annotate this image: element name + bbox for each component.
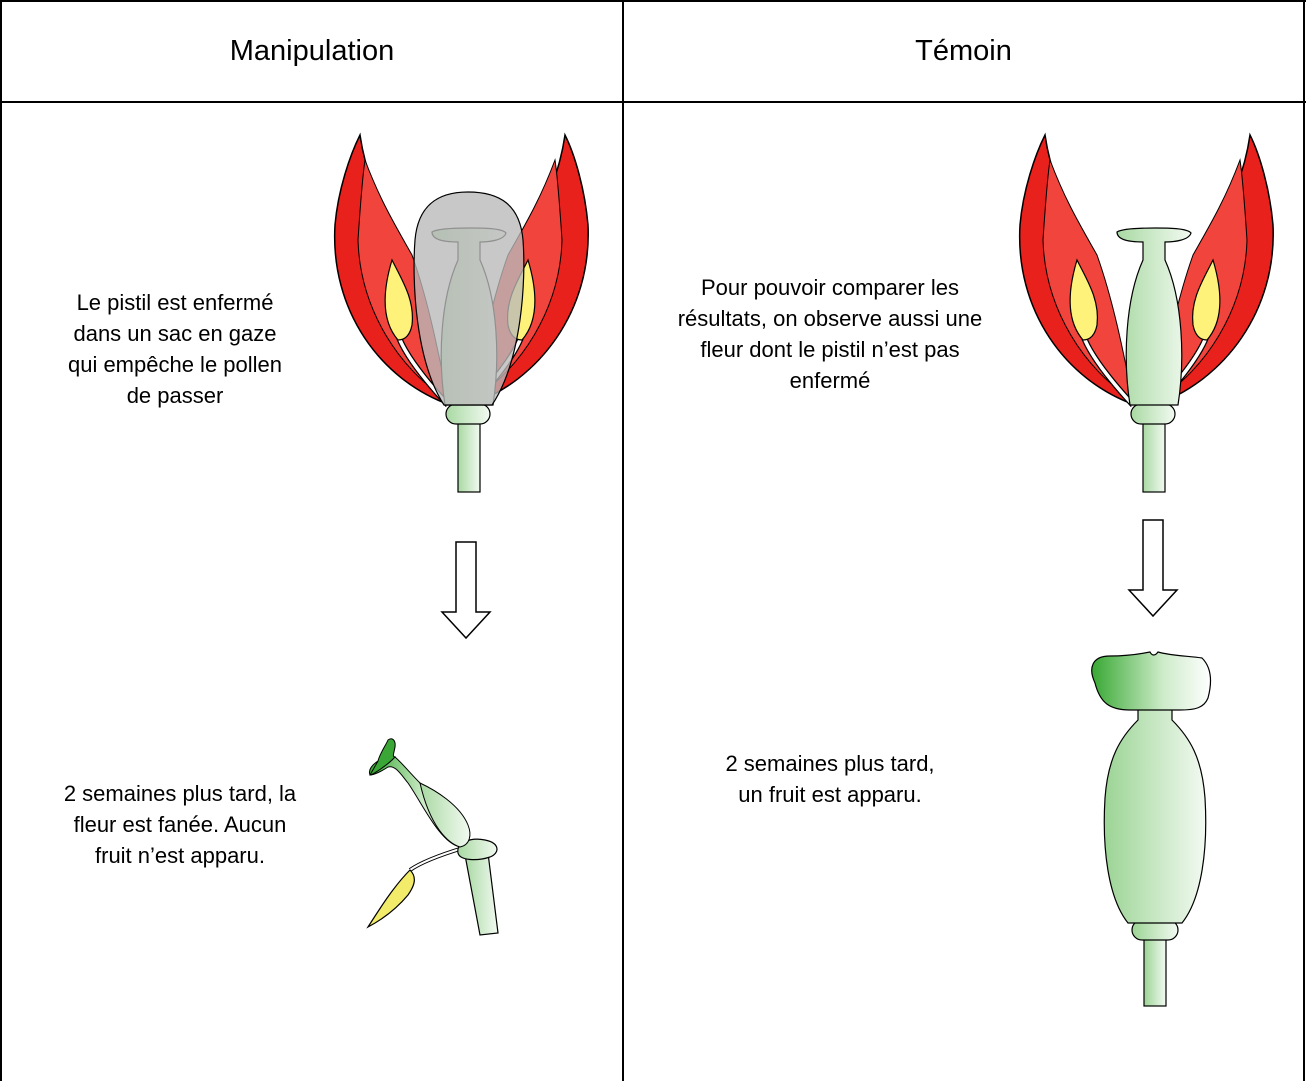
temoin-setup-text: Pour pouvoir comparer les résultats, on …	[660, 272, 1000, 396]
fruit-stigma	[1092, 652, 1211, 710]
fruit-body	[1104, 708, 1205, 923]
table-border-left	[0, 0, 2, 1081]
manipulation-setup-text: Le pistil est enfermé dans un sac en gaz…	[60, 287, 290, 411]
fruit-stem	[1144, 936, 1166, 1006]
control-flower-illustration	[1005, 130, 1305, 495]
stem	[458, 420, 480, 492]
withered-anther	[368, 870, 414, 927]
bagged-flower-illustration	[320, 130, 620, 495]
temoin-result-text: 2 semaines plus tard, un fruit est appar…	[715, 748, 945, 810]
header-temoin: Témoin	[624, 2, 1303, 101]
table-header-divider	[0, 101, 1306, 103]
down-arrow-icon	[1127, 518, 1179, 618]
manipulation-result-text: 2 semaines plus tard, la fleur est fanée…	[60, 778, 300, 871]
header-manipulation: Manipulation	[2, 2, 622, 101]
receptacle	[446, 404, 490, 424]
gauze-bag	[414, 192, 524, 405]
down-arrow-icon	[440, 540, 492, 640]
control-pistil	[1117, 228, 1191, 405]
table-border-middle	[622, 0, 624, 1081]
withered-flower-illustration	[360, 735, 520, 940]
withered-stem	[465, 853, 498, 935]
fruit-illustration	[1080, 648, 1230, 1018]
